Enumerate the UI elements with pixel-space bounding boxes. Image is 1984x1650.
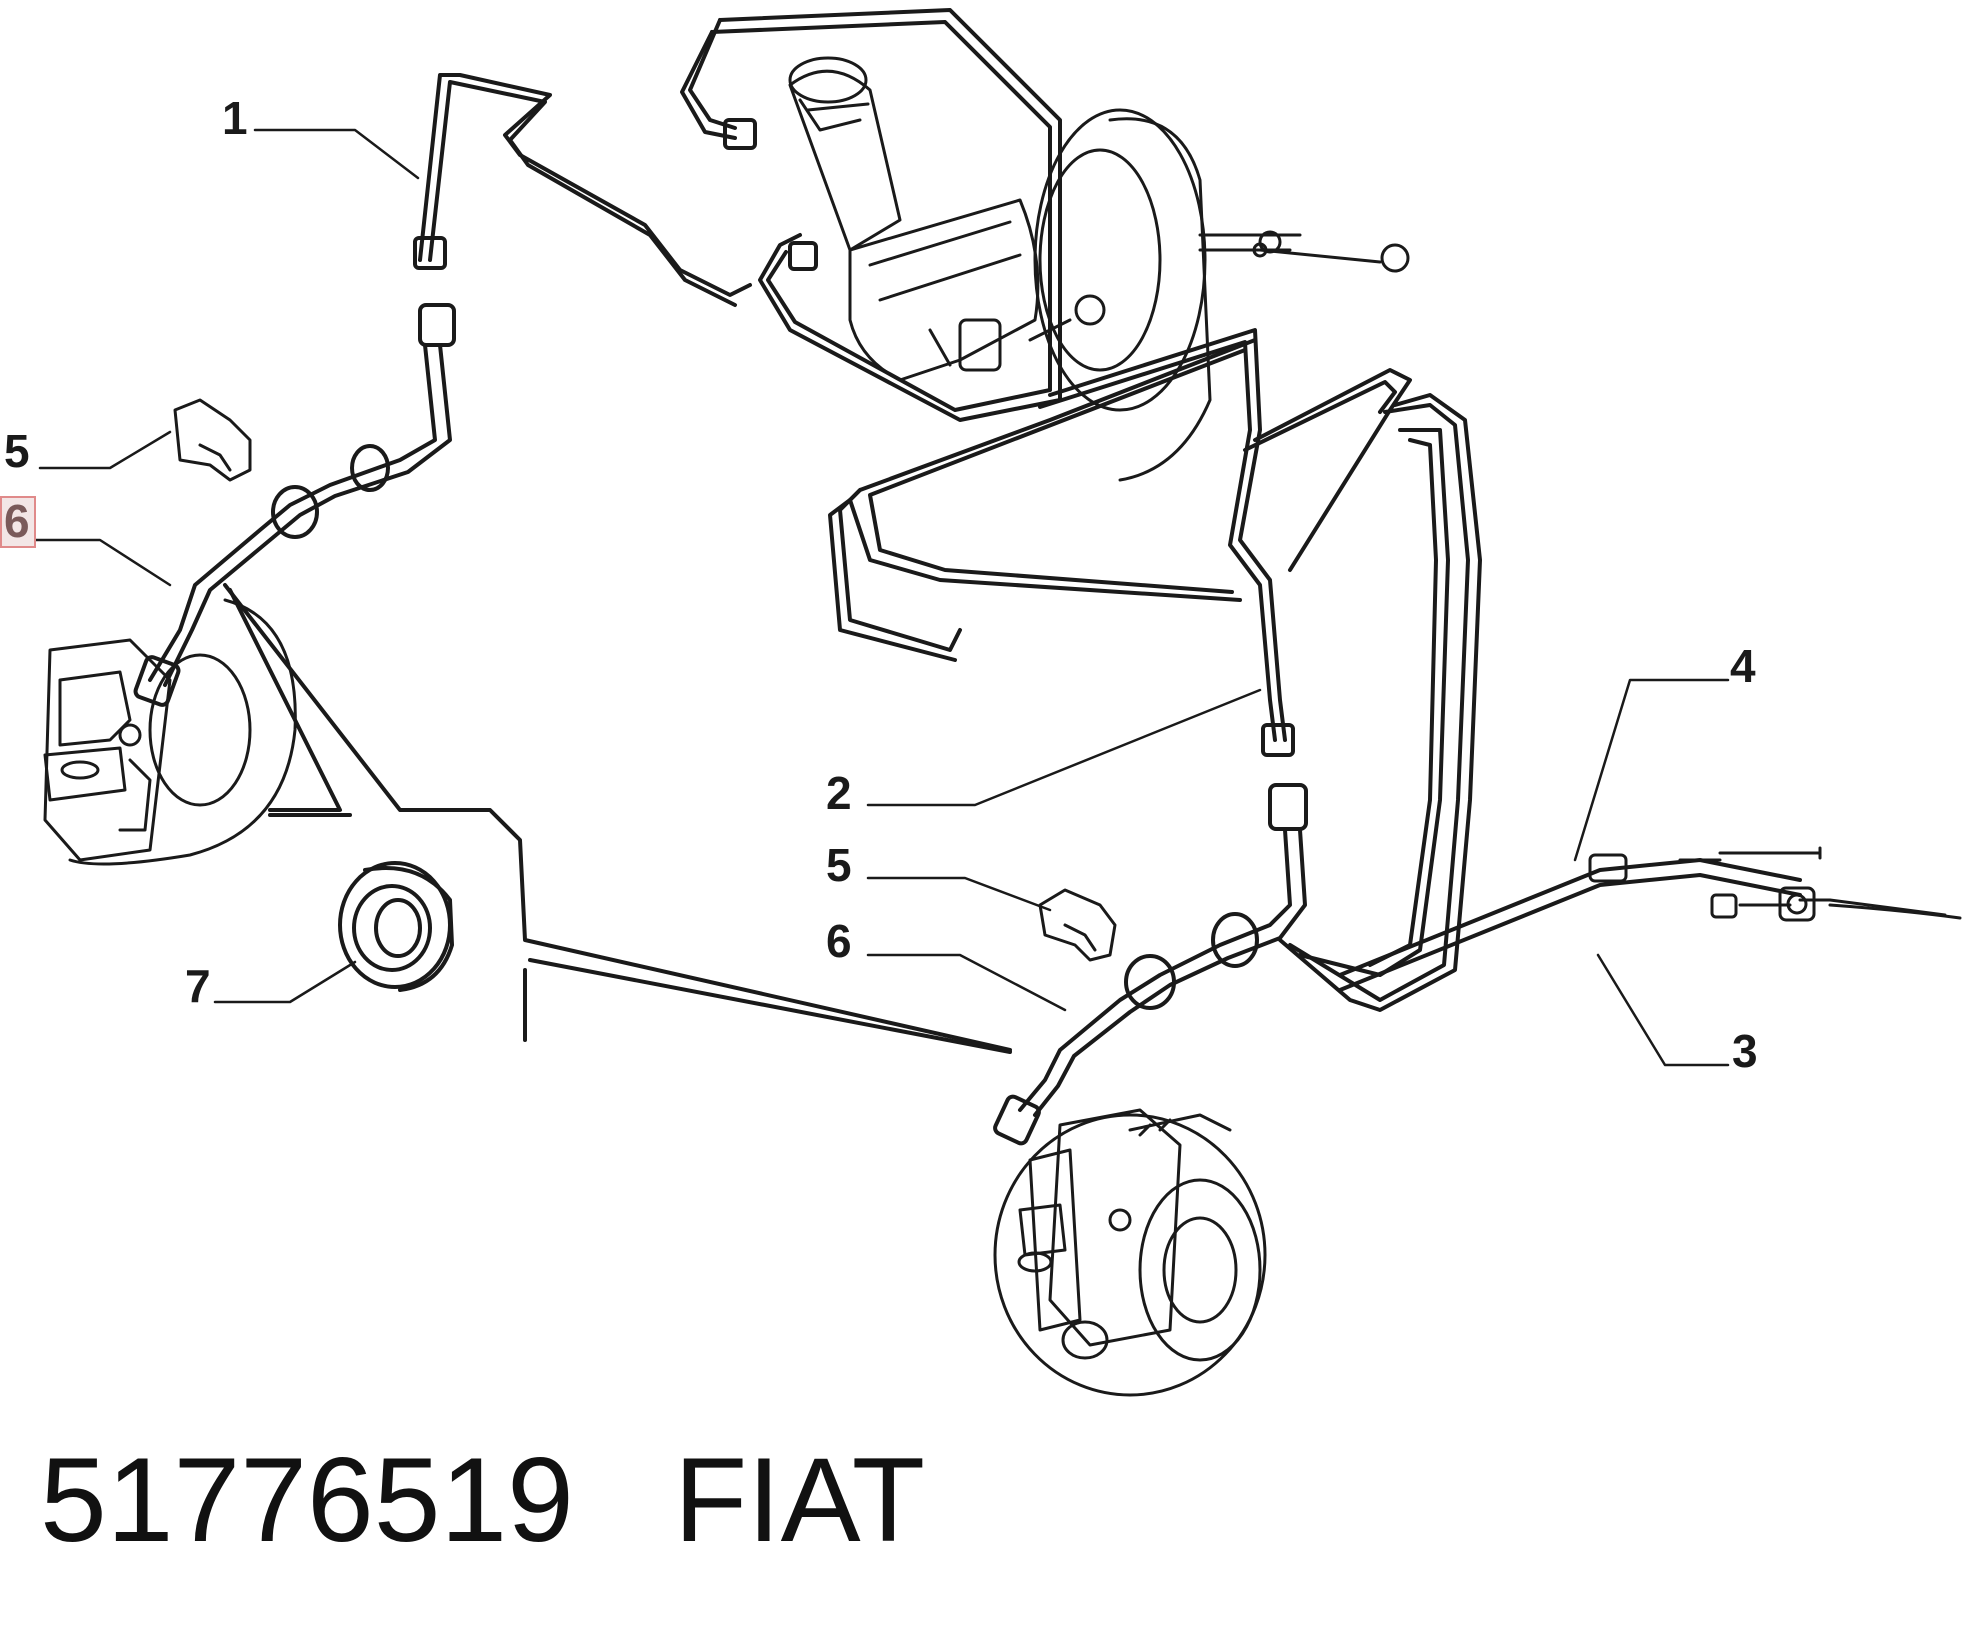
guide-lines — [223, 583, 1012, 1054]
caliper-right — [993, 1108, 1267, 1397]
callout-6-middle[interactable]: 6 — [826, 915, 852, 967]
flex-hose-middle — [993, 783, 1308, 1146]
callout-4[interactable]: 4 — [1730, 640, 1756, 692]
callout-5-top[interactable]: 5 — [4, 425, 30, 477]
pipe-rear-bundle — [1243, 368, 1802, 1012]
brake-booster — [1033, 108, 1410, 482]
callout-7[interactable]: 7 — [185, 960, 211, 1012]
clip-top — [173, 398, 252, 482]
pipe-1 — [413, 73, 752, 307]
master-cylinder — [788, 56, 1106, 382]
part-caption: 51776519 FIAT — [40, 1440, 925, 1560]
callout-1[interactable]: 1 — [222, 92, 248, 144]
part-number: 51776519 — [40, 1433, 574, 1567]
pipe-master-loop — [680, 8, 1062, 422]
flex-hose-left — [133, 303, 456, 707]
callout-2[interactable]: 2 — [826, 767, 852, 819]
leader-lines — [28, 128, 1730, 1067]
caliper-left — [43, 598, 297, 866]
pipe-3-4-ends — [1588, 846, 1962, 922]
callout-6-left[interactable]: 6 — [0, 496, 36, 548]
brand-name: FIAT — [673, 1433, 926, 1567]
pipe-2 — [828, 328, 1295, 757]
clip-middle — [1038, 888, 1117, 962]
grommet — [338, 861, 454, 992]
callout-5-middle[interactable]: 5 — [826, 839, 852, 891]
callout-3[interactable]: 3 — [1732, 1025, 1758, 1077]
